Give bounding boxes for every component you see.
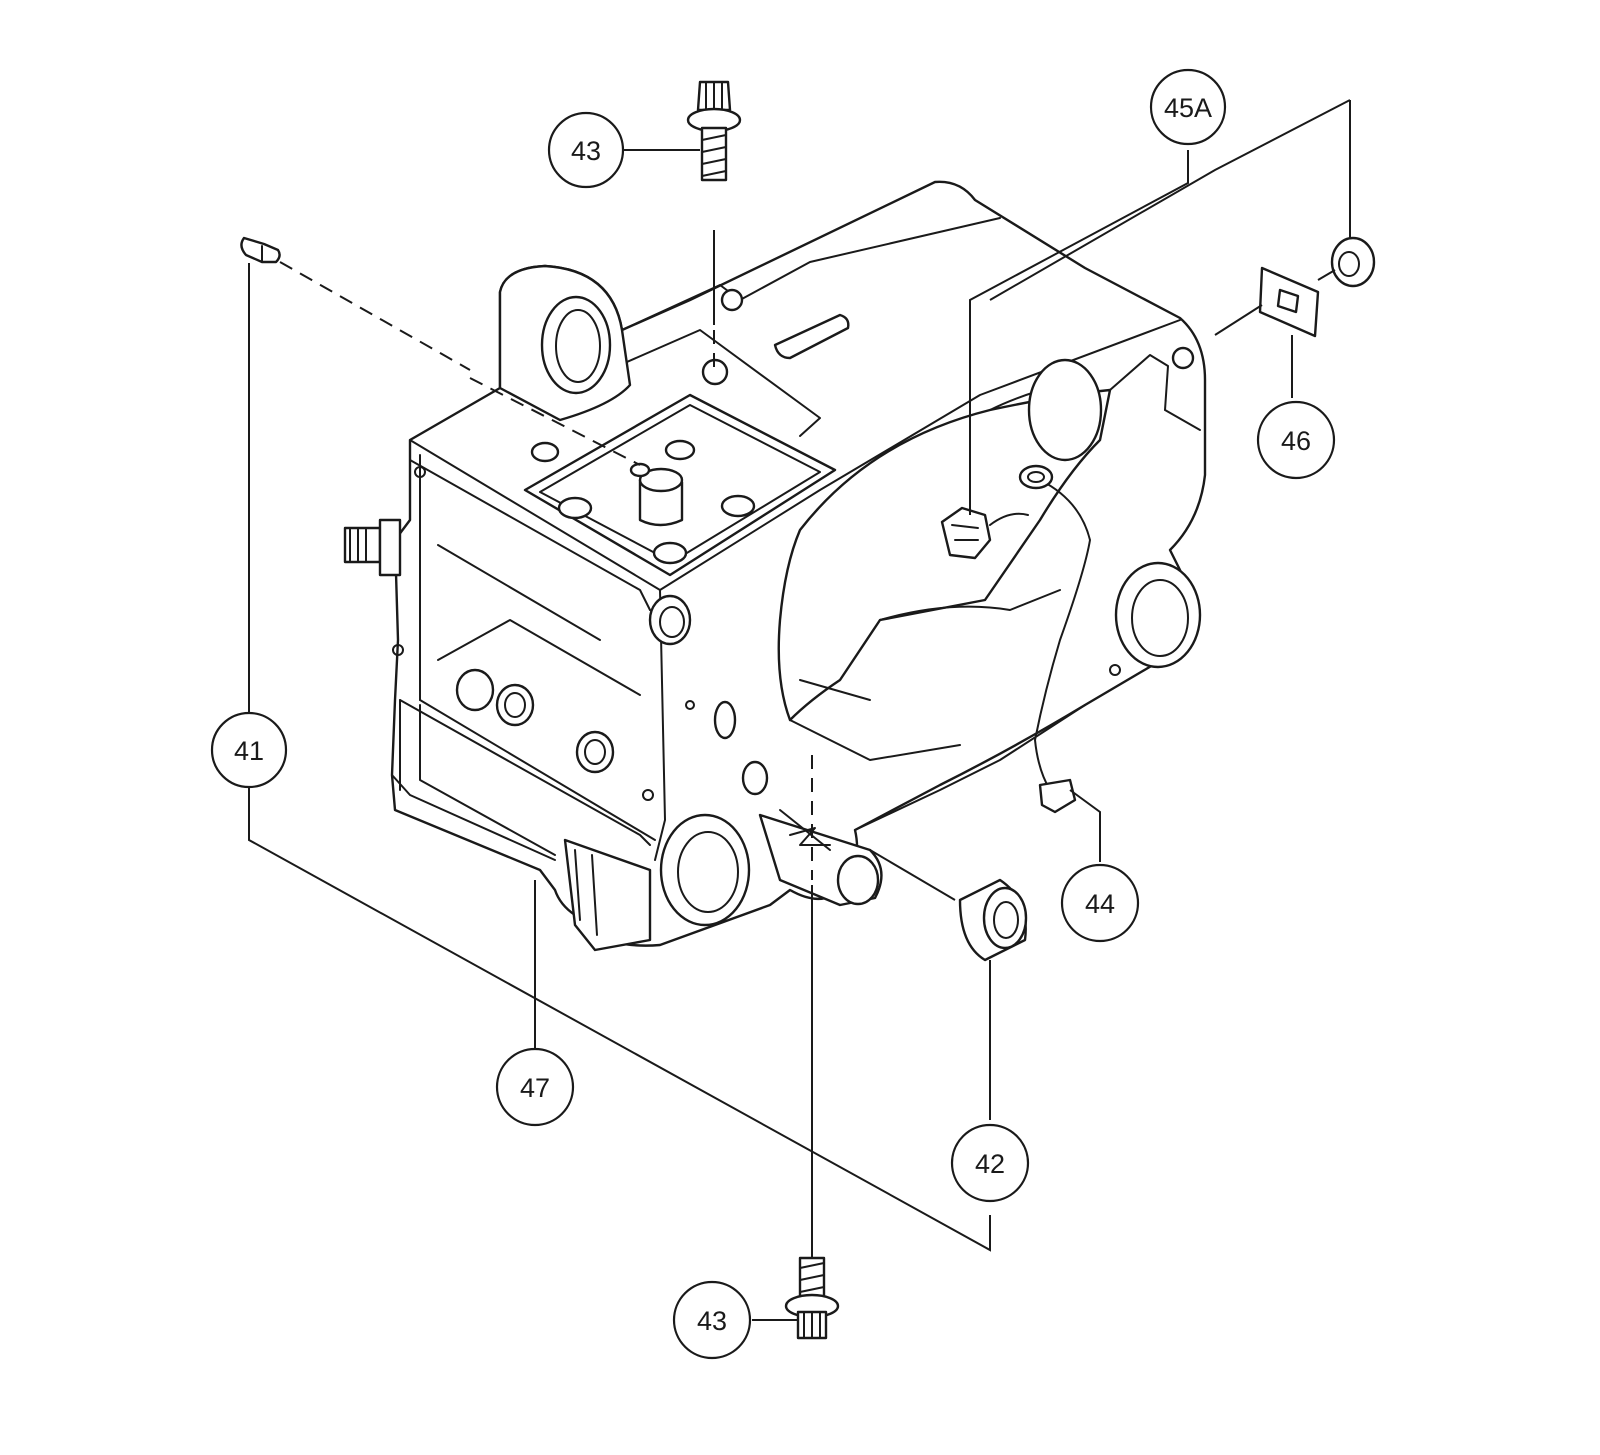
leader-lines	[248, 99, 1351, 1321]
washer-46	[1330, 236, 1376, 288]
callout-46: 46	[1256, 400, 1336, 480]
callout-42: 42	[950, 1123, 1030, 1203]
callout-45a-label: 45A	[1164, 93, 1212, 123]
plug-41	[240, 236, 281, 264]
bolt-43-bottom	[784, 1256, 840, 1340]
plate-46	[1258, 266, 1320, 338]
bushing-42	[958, 878, 1028, 962]
callout-41-label: 41	[234, 736, 264, 766]
callout-42-label: 42	[975, 1149, 1005, 1179]
wire-44	[1018, 464, 1091, 814]
callout-43-top: 43	[547, 111, 625, 189]
callout-43-bottom-label: 43	[697, 1306, 727, 1336]
crankcase-housing	[343, 180, 1207, 952]
callout-45a: 45A	[1149, 68, 1227, 146]
callout-43-top-label: 43	[571, 136, 601, 166]
callout-41: 41	[210, 711, 288, 789]
callout-44: 44	[1060, 863, 1140, 943]
callout-47: 47	[495, 1047, 575, 1127]
bolt-43-top	[686, 80, 742, 182]
callout-47-label: 47	[520, 1073, 550, 1103]
callout-43-bottom: 43	[672, 1280, 752, 1360]
terminal-45a	[940, 506, 1029, 560]
callout-46-label: 46	[1281, 426, 1311, 456]
callout-44-label: 44	[1085, 889, 1115, 919]
